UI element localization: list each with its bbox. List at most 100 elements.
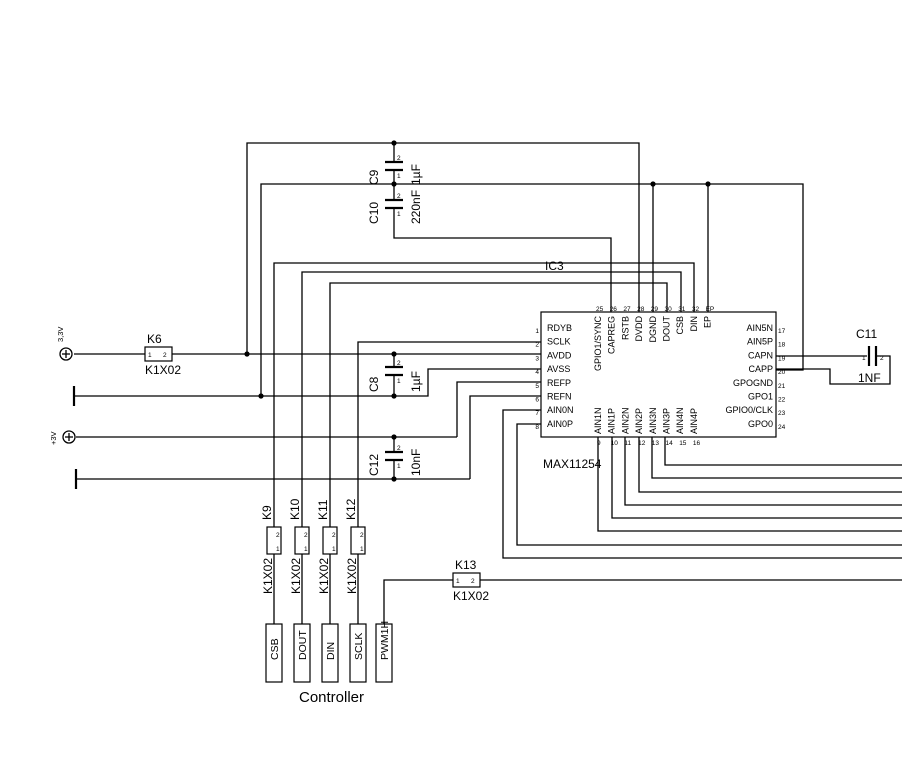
k10-pin1: 1 xyxy=(304,546,308,553)
ic-pin-num: 13 xyxy=(652,440,660,447)
ic-pin-name: RSTB xyxy=(620,316,630,340)
ic-pin-num: 11 xyxy=(624,440,631,447)
controller-title: Controller xyxy=(299,689,364,706)
ic-pin-name: AIN5N xyxy=(746,323,773,333)
c12-value: 10nF xyxy=(409,449,423,476)
ic-pin-num: 12 xyxy=(638,440,646,447)
k11-pin1: 1 xyxy=(332,546,336,553)
k10-pin2: 2 xyxy=(304,532,308,539)
ic-pin-num: 28 xyxy=(637,306,645,313)
ic-pin-num: 19 xyxy=(778,355,786,362)
c11-ref: C11 xyxy=(856,327,877,341)
k13-part: K1X02 xyxy=(453,589,489,603)
connector-k10: 2 1 K10 K1X02 xyxy=(288,498,310,594)
k13-pin2: 2 xyxy=(471,578,475,585)
ic-pin-name: REFN xyxy=(547,392,572,402)
k12-part: K1X02 xyxy=(345,558,359,594)
k13-ref: K13 xyxy=(455,558,477,572)
k11-part: K1X02 xyxy=(317,558,331,594)
ic-pin-num: 9 xyxy=(597,440,601,447)
ic-pin-name: GPIO1/SYNC xyxy=(593,316,603,372)
k11-ref: K11 xyxy=(316,499,330,520)
k10-ref: K10 xyxy=(288,498,302,520)
ic-pin-num: 30 xyxy=(665,306,673,313)
ic-pin-num: 7 xyxy=(535,410,539,417)
ic-pin-name: DVDD xyxy=(634,316,644,342)
ic-pin-num: 32 xyxy=(692,306,700,313)
supply-3v3: 3,3V xyxy=(56,327,73,361)
k9-pin2: 2 xyxy=(276,532,280,539)
ic-pin-name: AIN3N xyxy=(648,407,658,434)
ic-pin-num: 14 xyxy=(666,440,674,447)
ic-pin-name: EP xyxy=(703,316,713,328)
ic-pin-num: 2 xyxy=(535,342,539,349)
connector-k12: 2 1 K12 K1X02 xyxy=(344,498,366,594)
ic-pin-num: 27 xyxy=(623,306,631,313)
k12-ref: K12 xyxy=(344,498,358,520)
ic-pin-num: 29 xyxy=(651,306,659,313)
c12-ref: C12 xyxy=(367,454,381,476)
k6-pin1: 1 xyxy=(148,352,152,359)
connector-k13: 1 2 K13 K1X02 xyxy=(452,558,489,603)
ic-pin-num: 15 xyxy=(679,440,687,447)
k6-ref: K6 xyxy=(147,332,162,346)
c12-pin1: 1 xyxy=(397,463,401,470)
ic-pin-num: 31 xyxy=(678,306,686,313)
k13-pin1: 1 xyxy=(456,578,460,585)
c9-pin2: 2 xyxy=(397,155,401,162)
ic-pin-name: AIN0N xyxy=(547,405,574,415)
k12-pin1: 1 xyxy=(360,546,364,553)
ic-pin-num: 8 xyxy=(535,424,539,431)
ic-pin-num: EP xyxy=(706,306,715,313)
ic-pin-num: 6 xyxy=(535,397,539,404)
connector-k9: 2 1 K9 K1X02 xyxy=(260,505,282,594)
ic-pin-num: 5 xyxy=(535,383,539,390)
c10-pin2: 2 xyxy=(397,193,401,200)
c12-pin2: 2 xyxy=(397,445,401,452)
c11-pin2: 2 xyxy=(880,355,884,362)
controller-block: CSB DOUT DIN SCLK PWM1H Controller xyxy=(265,621,393,706)
junctions xyxy=(244,140,711,482)
ic-pin-name: REFP xyxy=(547,378,571,388)
ic-pin-name: SCLK xyxy=(547,337,571,347)
supply-3v3-label: 3,3V xyxy=(56,327,65,342)
ic-pin-num: 1 xyxy=(535,328,539,335)
ic-pin-name: AIN4P xyxy=(689,408,699,434)
ic-pin-name: GPO1 xyxy=(748,392,773,402)
ic-pin-num: 25 xyxy=(596,306,604,313)
capacitor-c9: 2 1 C9 1µF xyxy=(367,155,423,185)
controller-signal-din: DIN xyxy=(325,642,337,660)
ic-pin-name: GPOGND xyxy=(733,378,774,388)
connector-k11: 2 1 K11 K1X02 xyxy=(316,499,338,594)
k11-pin2: 2 xyxy=(332,532,336,539)
supply-3v-label: +3V xyxy=(49,431,58,445)
c9-value: 1µF xyxy=(409,164,423,185)
ic-pin-name: DGND xyxy=(648,316,658,343)
ic-pin-num: 20 xyxy=(778,369,786,376)
ic-pin-name: GPIO0/CLK xyxy=(725,405,773,415)
ic-pin-name: CSB xyxy=(675,316,685,335)
c10-pin1: 1 xyxy=(397,211,401,218)
c9-ref: C9 xyxy=(367,169,381,185)
ic-pin-name: DIN xyxy=(689,316,699,332)
k9-part: K1X02 xyxy=(261,558,275,594)
ic-pin-num: 23 xyxy=(778,410,786,417)
ic-pin-name: CAPP xyxy=(748,364,773,374)
ic-pin-name: AIN2P xyxy=(634,408,644,434)
k6-part: K1X02 xyxy=(145,363,181,377)
connector-k6: 1 2 K6 K1X02 xyxy=(144,332,181,377)
c8-ref: C8 xyxy=(367,376,381,392)
c10-value: 220nF xyxy=(409,190,423,224)
supply-3v: +3V xyxy=(49,430,76,445)
controller-signal-pwm1h: PWM1H xyxy=(379,621,391,660)
ic-pin-name: AIN3P xyxy=(662,408,672,434)
ic-pin-name: AVSS xyxy=(547,364,570,374)
k10-part: K1X02 xyxy=(289,558,303,594)
ic-part: MAX11254 xyxy=(543,457,602,471)
ic-ref: IC3 xyxy=(545,259,564,273)
ic-pin-name: CAPN xyxy=(748,350,773,360)
c10-ref: C10 xyxy=(367,202,381,224)
capacitor-c8: 2 1 C8 1µF xyxy=(367,360,423,392)
